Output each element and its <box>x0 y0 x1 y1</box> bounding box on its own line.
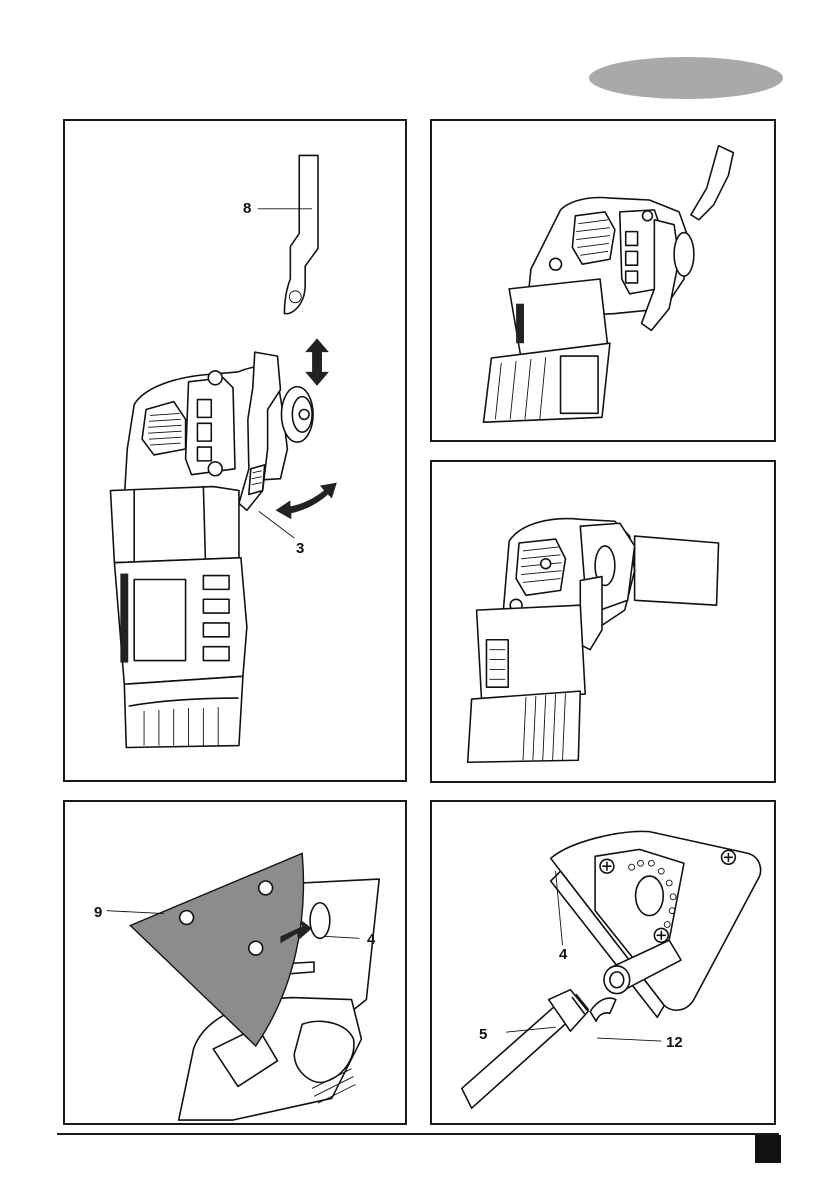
sanding-pad-illustration <box>65 802 405 1123</box>
figure-blade-release: 8 3 <box>63 119 407 782</box>
figure-dust-extraction: 4 5 12 <box>430 800 776 1125</box>
callout-4: 4 <box>367 932 375 948</box>
callout-8: 8 <box>243 201 251 217</box>
callout-9: 9 <box>94 905 102 921</box>
blade-angled-illustration <box>432 462 774 781</box>
dust-extraction-illustration <box>432 802 774 1123</box>
callout-12: 12 <box>666 1035 683 1051</box>
blade-fitted-illustration <box>432 121 774 440</box>
page-number-box <box>755 1135 781 1163</box>
callout-4: 4 <box>559 947 567 963</box>
figure-blade-angled <box>430 460 776 783</box>
callout-5: 5 <box>479 1027 487 1043</box>
footer-rule <box>57 1133 779 1135</box>
figure-blade-fitted <box>430 119 776 442</box>
blade-release-illustration <box>65 121 405 780</box>
language-tab <box>589 57 783 99</box>
callout-3: 3 <box>296 541 304 557</box>
figure-sanding-pad: 9 4 <box>63 800 407 1125</box>
